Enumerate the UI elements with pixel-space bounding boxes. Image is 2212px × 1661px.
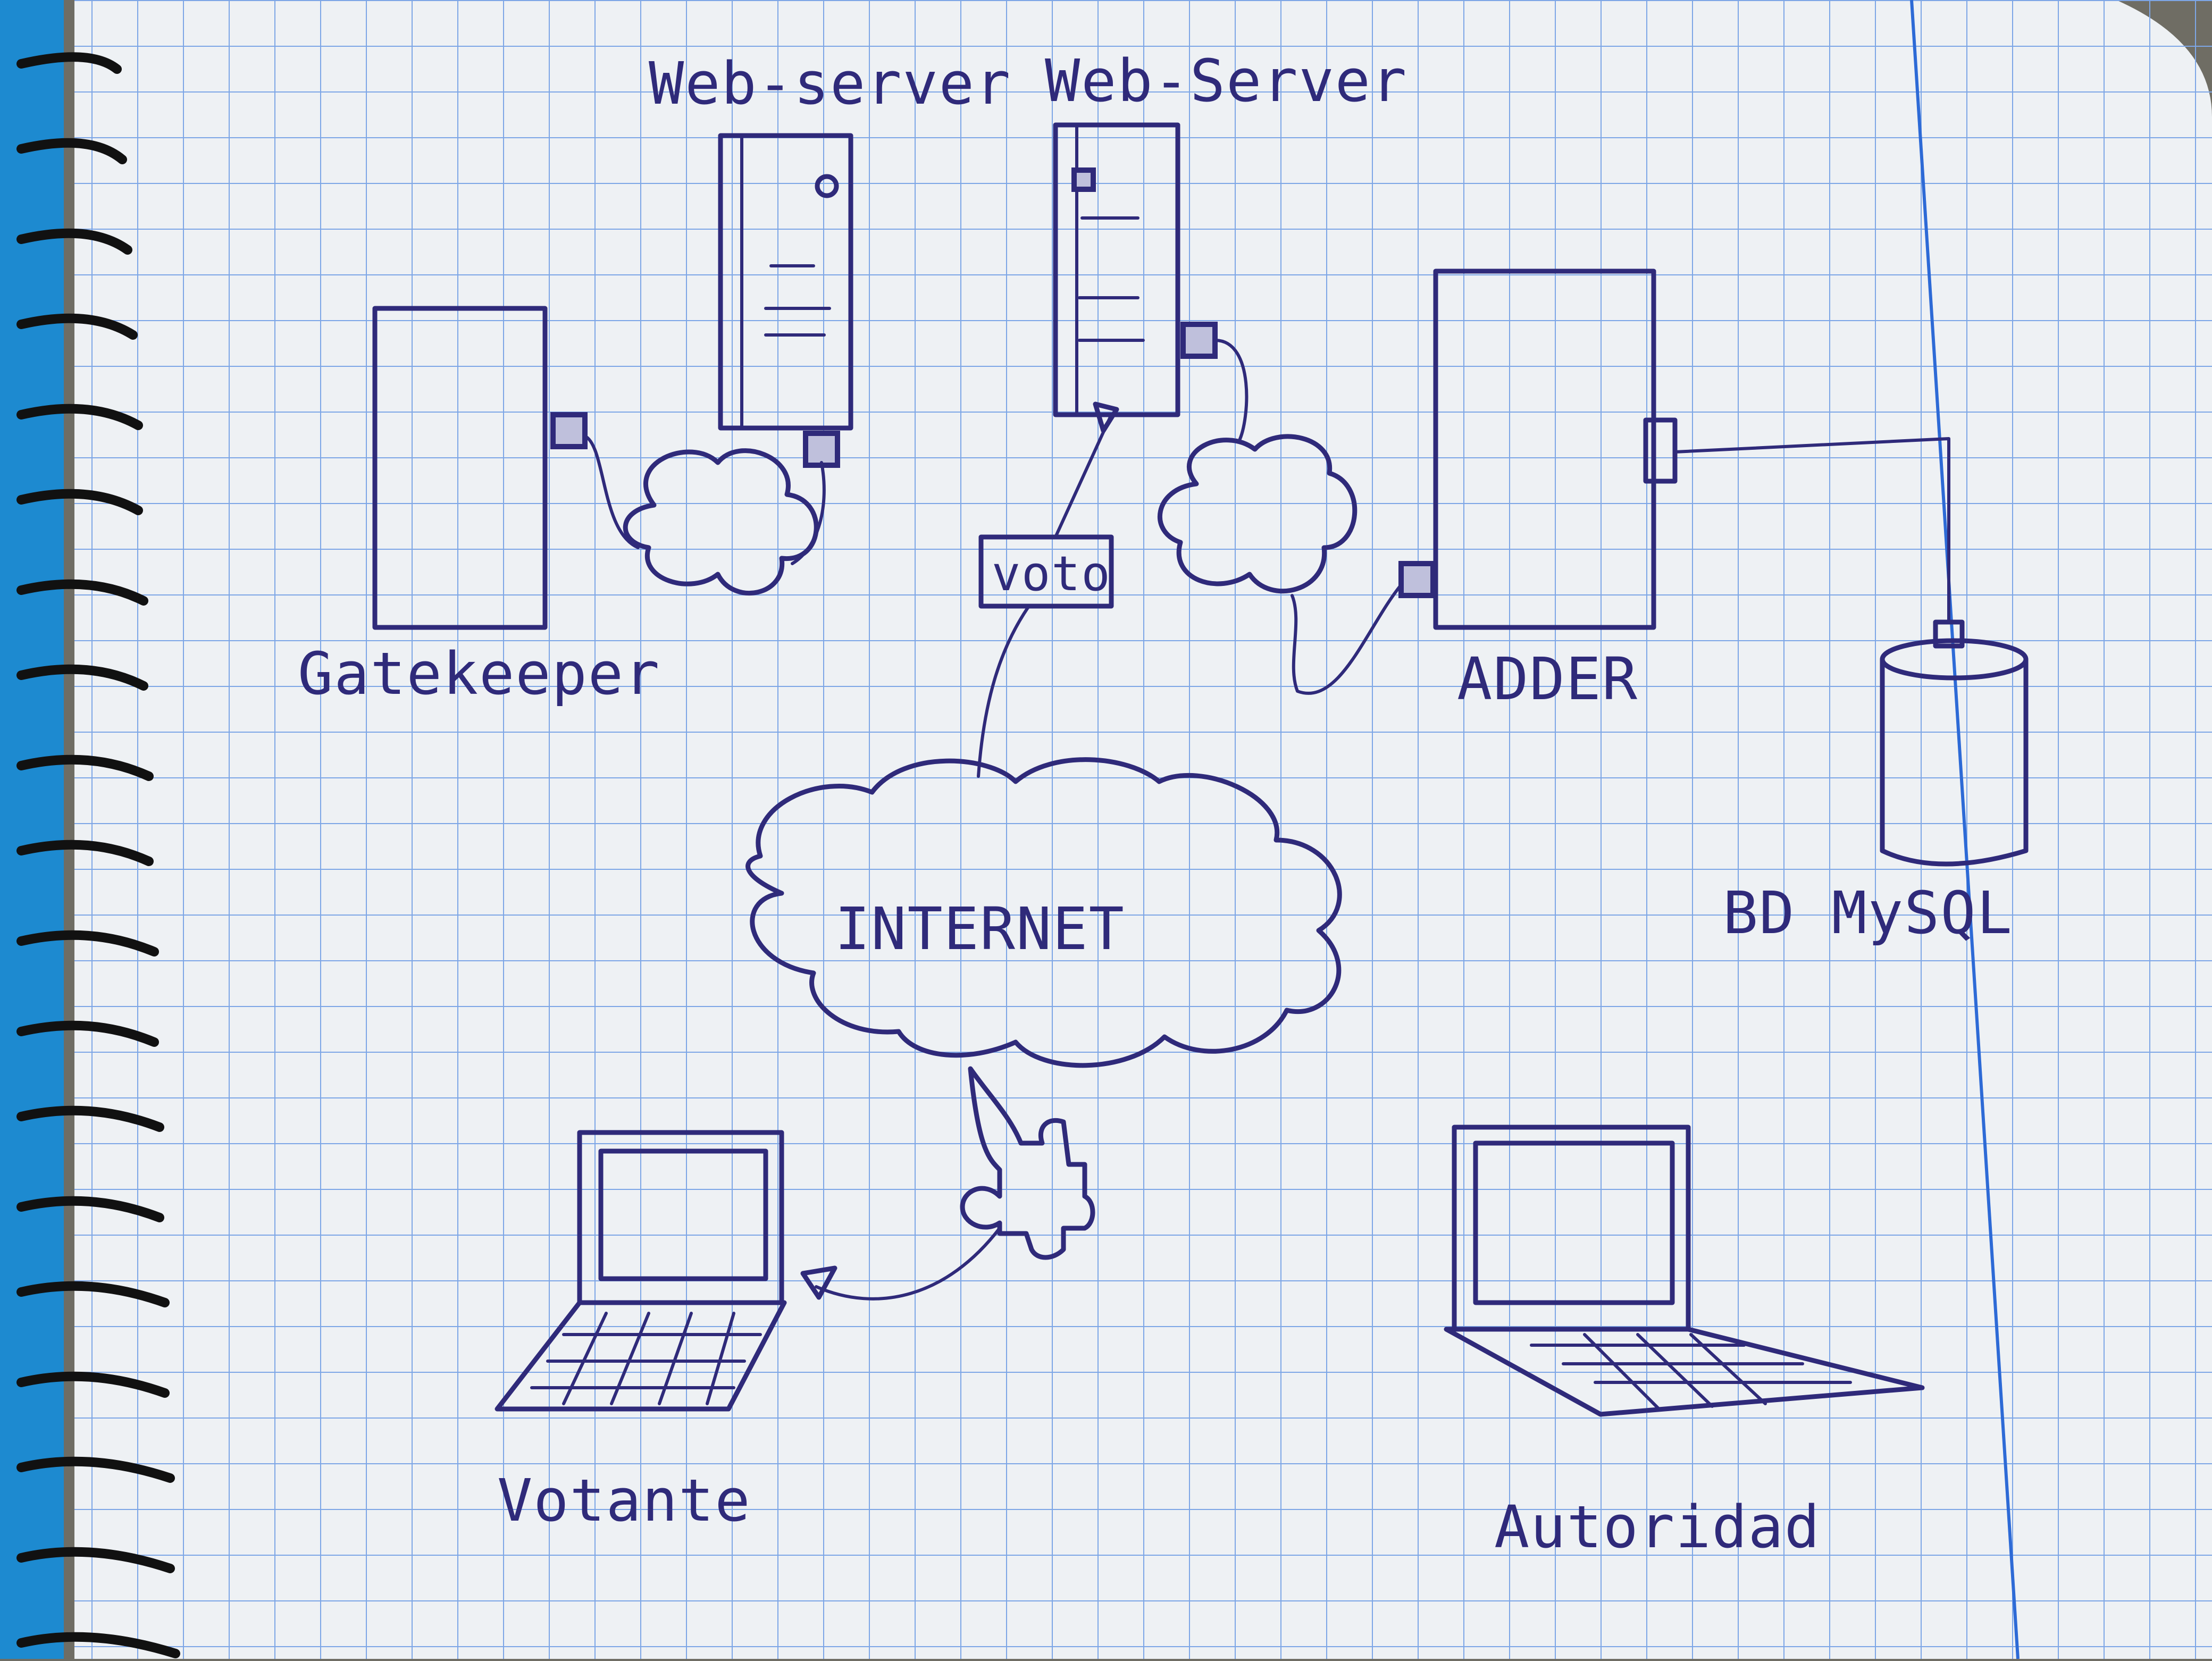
link-gatekeeper-cloud: [583, 434, 640, 549]
gatekeeper-server: [372, 306, 588, 630]
link-votante-internet: [815, 1227, 1001, 1301]
gatekeeper-label: Gatekeeper: [298, 640, 660, 708]
votante-laptop: [495, 1130, 787, 1412]
adder-server: [1398, 269, 1678, 630]
adder-db-link: [1673, 437, 1950, 624]
autoridad-laptop: [1444, 1125, 1925, 1417]
voto-to-internet-link: [977, 605, 1030, 778]
spiral-binding: [16, 52, 180, 1658]
bd-mysql-label: BD MySQL: [1723, 879, 2013, 947]
autoridad-label: Autoridad: [1494, 1493, 1821, 1561]
voto-label: voto: [992, 546, 1111, 602]
web-server-1: [718, 133, 853, 468]
link-webserver1-cloud: [791, 461, 826, 565]
margin-line: [1910, 0, 2020, 1659]
voto-box: [978, 534, 1114, 609]
cloud-gatekeeper-webserver: [623, 448, 819, 595]
votante-arrow-head: [800, 1265, 837, 1300]
voto-arrow: [1054, 413, 1113, 539]
internet-cloud: [745, 757, 1342, 1068]
link-webserver2-cloud: [1213, 339, 1249, 443]
adder-label: ADDER: [1457, 645, 1638, 713]
puzzle-icon: [960, 1066, 1095, 1260]
votante-label: Votante: [497, 1466, 751, 1534]
link-adder-cloud: [1291, 583, 1403, 695]
voto-arrow-head: [1093, 401, 1119, 433]
internet-label: INTERNET: [835, 895, 1125, 963]
web-server-2-label: Web-Server: [1045, 47, 1407, 115]
grid-lines: [74, 0, 2212, 1659]
web-server-2: [1053, 122, 1218, 417]
web-server-1-label: Web-server: [649, 49, 1011, 118]
mysql-database: [1880, 619, 2029, 867]
notebook-spine: [0, 0, 64, 1659]
cloud-webserver-adder: [1158, 434, 1358, 594]
